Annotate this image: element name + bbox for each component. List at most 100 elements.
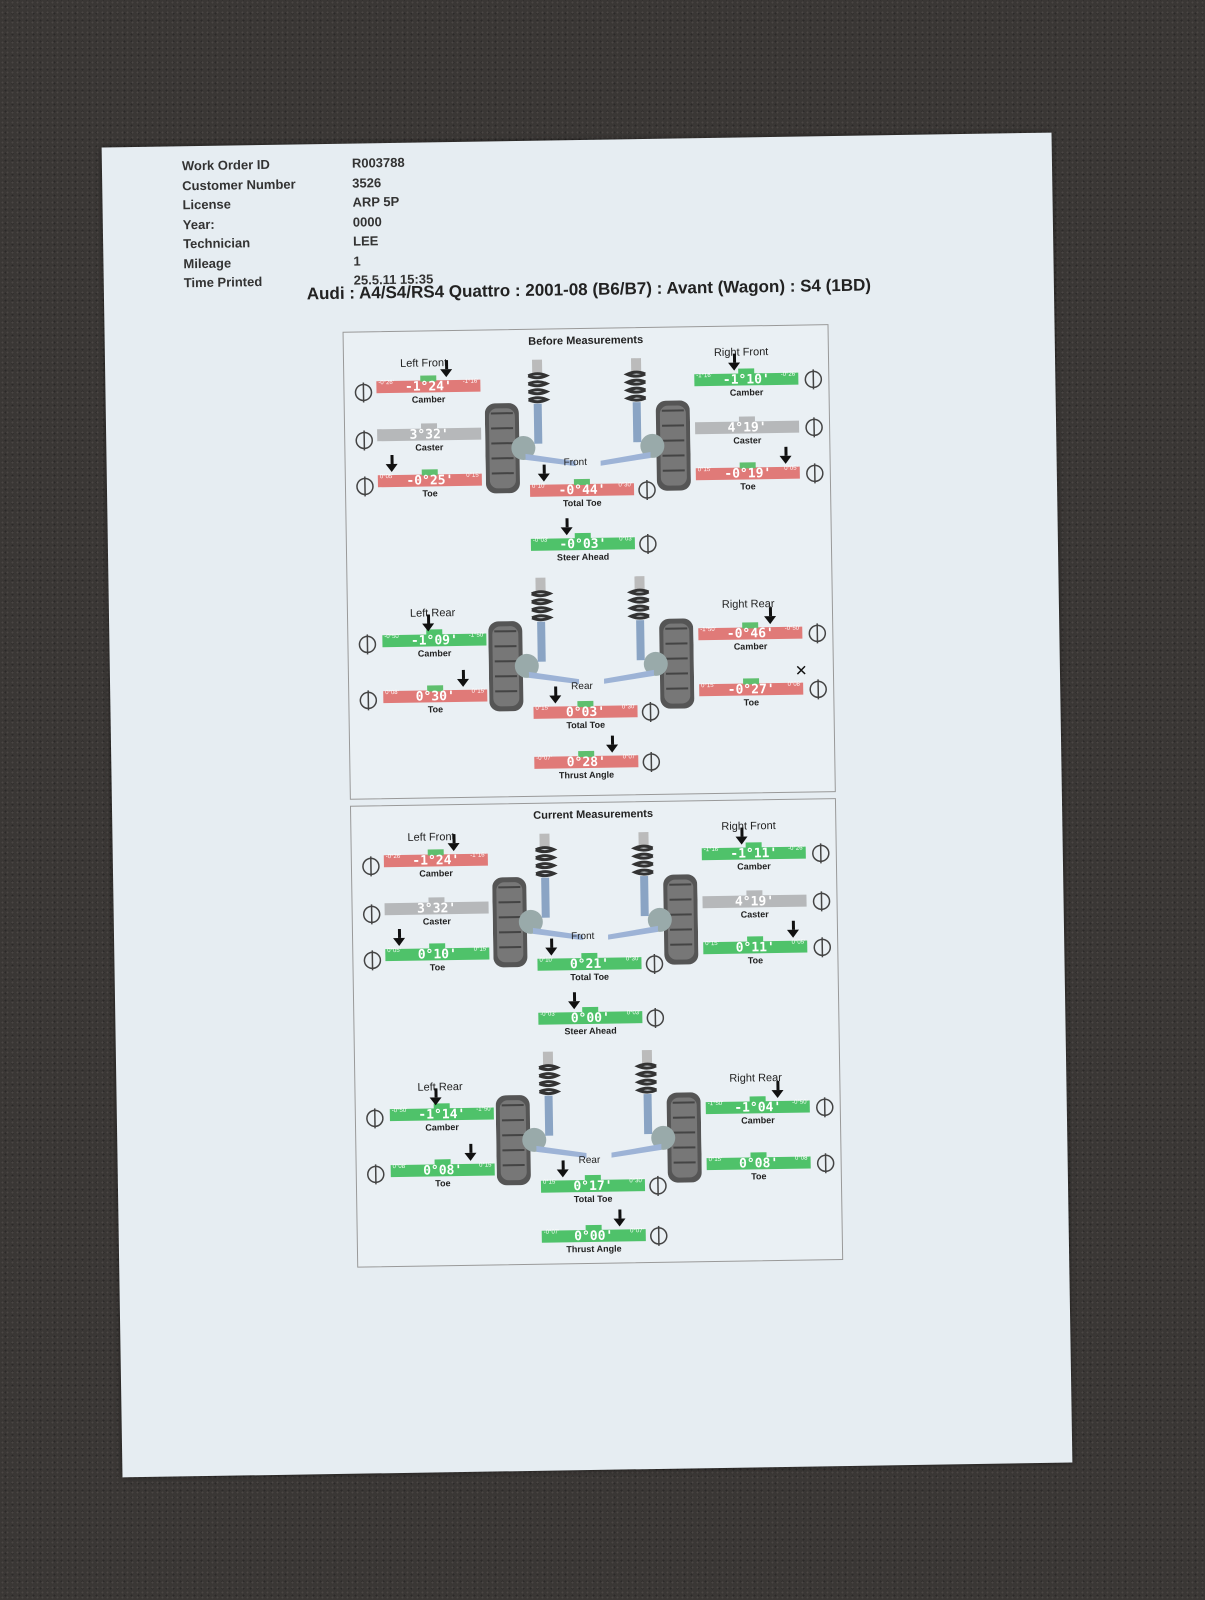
left-rear-title: Left Rear bbox=[417, 1080, 463, 1094]
right-front-caster-gauge: 4°19' Caster bbox=[695, 416, 800, 446]
gauge-label: Toe bbox=[422, 488, 438, 499]
gauge-label: Toe bbox=[747, 955, 764, 966]
toe-icon bbox=[813, 937, 832, 958]
rear-axle-label: Rear bbox=[571, 680, 593, 693]
gauge-label: Total Toe bbox=[566, 719, 606, 731]
thrust-icon bbox=[650, 1225, 668, 1246]
front-left-suspension-image bbox=[484, 357, 581, 503]
toe-icon bbox=[359, 690, 378, 711]
gauge-label: Total Toe bbox=[562, 497, 602, 509]
toe-icon bbox=[806, 463, 824, 484]
rear-axle-label: Rear bbox=[578, 1154, 601, 1167]
right-rear-camber-gauge: -1°50' -0°50' -0°46' Camber bbox=[698, 622, 803, 652]
header-value: 1 bbox=[353, 252, 361, 269]
gauge-label: Caster bbox=[733, 435, 762, 446]
toe-icon bbox=[809, 679, 827, 700]
header-label: Work Order ID bbox=[181, 156, 270, 174]
gauge-label: Toe bbox=[427, 704, 444, 715]
front-axle-label: Front bbox=[563, 456, 588, 469]
toe-icon bbox=[645, 953, 664, 974]
arrow-down-icon bbox=[764, 616, 777, 625]
right-rear-toe-gauge: 0°15' 0°08' -0°27' Toe bbox=[699, 678, 804, 708]
arrow-down-icon bbox=[385, 463, 398, 473]
arrow-down-icon bbox=[464, 1152, 477, 1161]
arrow-down-icon bbox=[606, 744, 619, 753]
right-rear-toe-gauge: 0°15' 0°08' 0°08' Toe bbox=[706, 1152, 811, 1181]
left-front-caster-gauge: 3°32' Caster bbox=[377, 423, 482, 453]
camber-icon bbox=[804, 369, 823, 390]
arrow-down-icon bbox=[771, 1089, 784, 1099]
left-front-camber-gauge: -0°26' -1°16' -1°24' Camber bbox=[376, 375, 481, 405]
arrow-down-icon bbox=[545, 947, 558, 956]
gauge-label: Caster bbox=[415, 442, 444, 453]
left-rear-toe-gauge: 0°08' 0°15' 0°30' Toe bbox=[383, 685, 488, 714]
rear-right-suspension-image bbox=[605, 1047, 702, 1193]
gauge-label: Caster bbox=[740, 909, 769, 920]
left-front-camber-gauge: -0°26' -1°16' -1°24' Camber bbox=[383, 849, 488, 879]
header-value: LEE bbox=[352, 233, 379, 249]
right-front-toe-gauge: 0°15' 0°05' 0°11' Toe bbox=[703, 936, 808, 965]
thrust-angle-gauge: -0°07' 0°07' 0°28' Thrust Angle bbox=[534, 750, 639, 780]
steering-icon bbox=[639, 534, 657, 555]
gauge-label: Toe bbox=[435, 1178, 451, 1189]
left-rear-camber-gauge: -0°50' -1°50' -1°14' Camber bbox=[389, 1103, 494, 1133]
gauge-label: Camber bbox=[411, 394, 446, 405]
gauge-label: Steer Ahead bbox=[556, 551, 610, 563]
arrow-down-icon bbox=[393, 937, 406, 947]
gauge-label: Camber bbox=[733, 641, 768, 652]
arrow-down-icon bbox=[779, 455, 792, 464]
gauge-label: Thrust Angle bbox=[566, 1243, 622, 1255]
camber-icon bbox=[358, 634, 377, 655]
header-label: Customer Number bbox=[182, 176, 296, 193]
caster-icon bbox=[812, 891, 831, 912]
gauge-label: Total Toe bbox=[570, 971, 610, 983]
gauge-label: Total Toe bbox=[573, 1193, 613, 1205]
thrust-icon bbox=[642, 751, 661, 772]
right-front-camber-gauge: -1°16' -0°26' -1°11' Camber bbox=[701, 842, 806, 872]
header-label: License bbox=[182, 196, 232, 213]
right-front-camber-gauge: -1°16' -0°26' -1°10' Camber bbox=[694, 368, 799, 398]
header-label: Mileage bbox=[183, 255, 232, 271]
right-front-caster-gauge: 4°19' Caster bbox=[702, 890, 807, 920]
header-value: 3526 bbox=[352, 174, 382, 191]
gauge-label: Steer Ahead bbox=[564, 1025, 617, 1037]
arrow-down-icon bbox=[422, 623, 435, 632]
left-front-title: Left Front bbox=[399, 357, 448, 370]
gauge-label: Toe bbox=[751, 1171, 767, 1182]
steering-icon bbox=[646, 1007, 665, 1028]
gauge-label: Toe bbox=[743, 697, 760, 708]
thrust-angle-gauge: -0°07' 0°07' 0°00' Thrust Angle bbox=[541, 1224, 646, 1254]
rear-left-suspension-image bbox=[495, 1049, 592, 1195]
gauge-label: Thrust Angle bbox=[558, 769, 615, 781]
header-value: 0000 bbox=[352, 213, 382, 230]
camber-icon bbox=[354, 382, 373, 403]
toe-icon bbox=[649, 1175, 667, 1196]
gauge-label: Toe bbox=[429, 962, 446, 973]
arrow-down-icon bbox=[560, 527, 573, 536]
front-right-suspension-image bbox=[601, 829, 699, 975]
toe-icon bbox=[638, 480, 656, 501]
out-of-spec-mark: ✕ bbox=[794, 662, 808, 680]
header-label: Technician bbox=[183, 235, 251, 252]
right-rear-title: Right Rear bbox=[721, 598, 775, 611]
right-front-title: Right Front bbox=[713, 346, 769, 359]
gauge-label: Toe bbox=[740, 481, 756, 492]
arrow-down-icon bbox=[556, 1169, 569, 1178]
toe-icon bbox=[816, 1153, 835, 1174]
arrow-down-icon bbox=[735, 836, 748, 845]
left-rear-title: Left Rear bbox=[409, 607, 456, 620]
camber-icon bbox=[366, 1108, 384, 1129]
arrow-down-icon bbox=[568, 1001, 581, 1010]
arrow-down-icon bbox=[728, 362, 741, 371]
steer-ahead-gauge: -0°03' 0°03' 0°00' Steer Ahead bbox=[538, 1006, 643, 1036]
right-rear-title: Right Rear bbox=[729, 1071, 782, 1085]
camber-icon bbox=[362, 856, 380, 877]
camber-icon bbox=[808, 623, 827, 644]
gauge-label: Camber bbox=[419, 868, 453, 879]
gauge-label: Caster bbox=[422, 916, 451, 927]
